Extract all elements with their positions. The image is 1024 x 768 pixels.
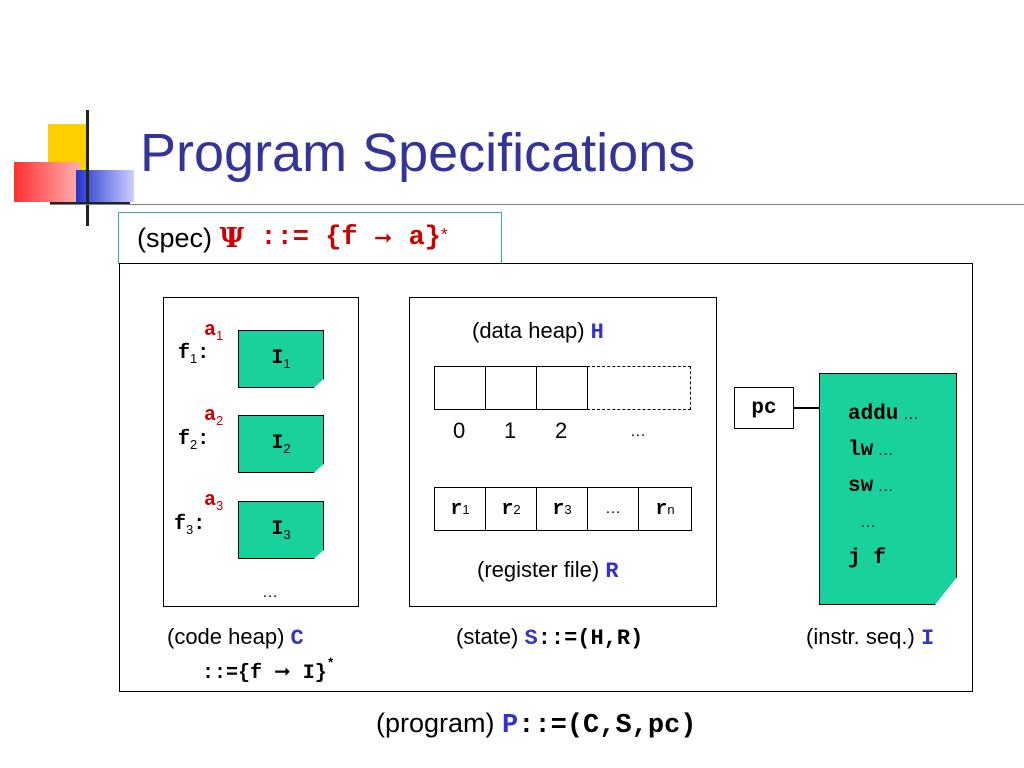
code-heap-label: (code heap) C [167,624,304,651]
instr-seq-label: (instr. seq.) I [806,624,935,651]
title-divider [50,204,1024,205]
program-box [119,263,973,692]
instr-line: addu … [848,403,919,426]
spec-prefix: (spec) [137,222,213,253]
label-f2: f2: [178,428,210,452]
heap-cell-0 [434,366,486,410]
heap-cell-2 [536,366,588,410]
instr-block-3: I3 [238,501,324,559]
state-panel [409,297,717,607]
spec-tail: a} [392,223,441,253]
instr-line: … [860,514,876,531]
page-title: Program Specifications [140,123,696,183]
heap-index-ellipsis: … [630,423,646,440]
spec-star: * [440,223,448,244]
instr-lines: addu … lw … sw … … j f [848,396,919,576]
psi-symbol: Ψ [219,222,245,254]
arrow-icon: ➞ [274,659,291,683]
instruction-sequence [819,373,957,605]
data-heap-label: (data heap) H [472,318,604,345]
data-heap-cells [434,366,694,410]
instr-block-2: I2 [238,415,324,473]
instr-line: lw … [848,439,894,462]
register-file-label: (register file) R [477,557,619,584]
heap-cell-more [587,366,691,410]
heap-index-1: 1 [504,418,517,443]
program-definition: (program) P::=(C,S,pc) [376,708,697,741]
heap-index-2: 2 [555,418,568,443]
instr-block-1: I1 [238,330,324,388]
annotation-a2: a2 [204,404,224,428]
pc-box: pc [734,387,794,429]
spec-definition: (spec) Ψ ::= {f ➞ a} * [118,212,502,264]
heap-index-0: 0 [453,418,466,443]
heap-cell-1 [485,366,537,410]
register-cell: … [587,487,639,531]
label-f3: f3: [174,513,206,537]
instr-line: sw … [848,475,894,498]
annotation-a3: a3 [204,489,224,513]
state-label: (state) S::=(H,R) [456,624,644,651]
code-heap-ellipsis: … [262,584,278,601]
annotation-a1: a1 [204,319,224,343]
instr-line: j f [848,547,886,570]
label-f1: f1: [178,342,210,366]
code-heap-def: ::={f ➞ I}* [202,656,335,685]
arrow-icon: ➞ [373,225,393,250]
slide-logo [0,110,140,230]
spec-def: ::= {f [244,223,374,253]
